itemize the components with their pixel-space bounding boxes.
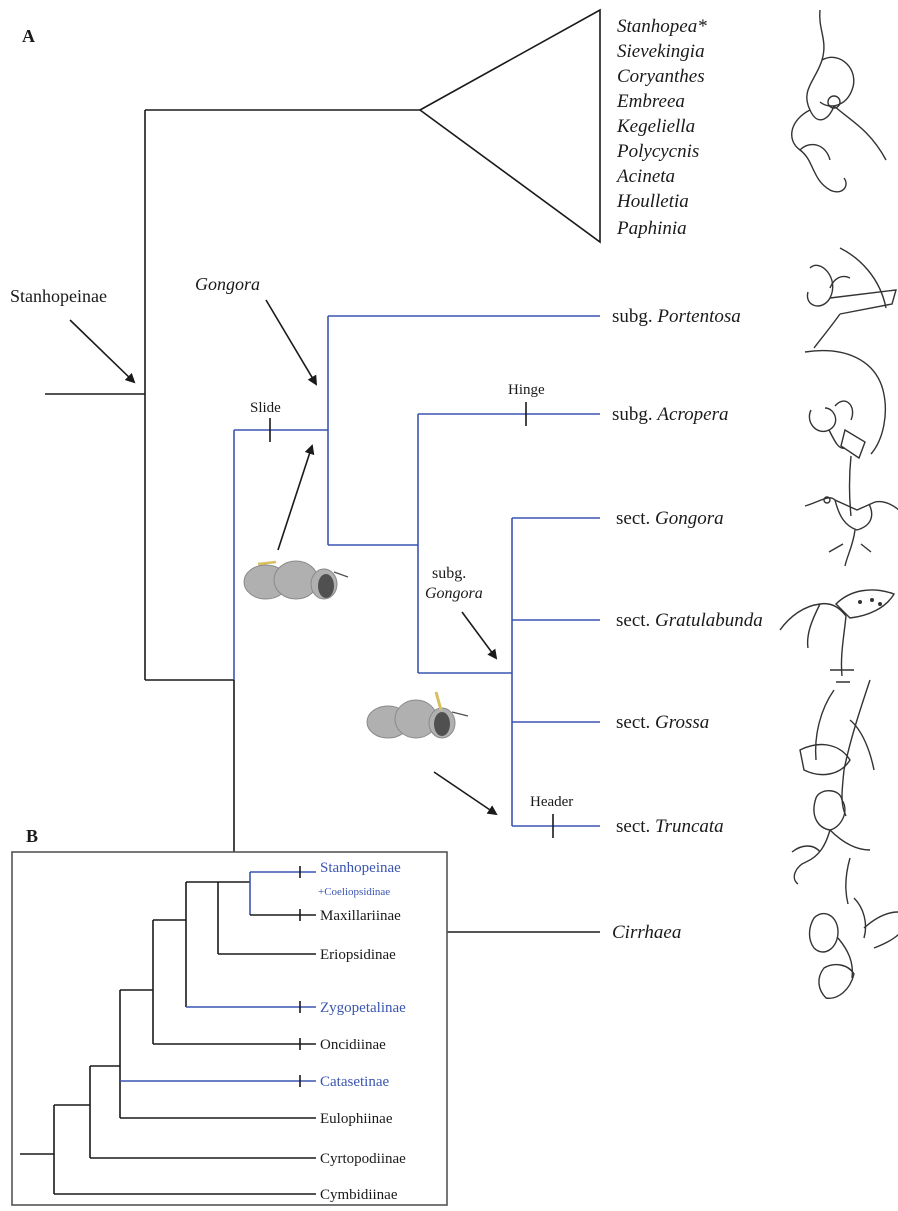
- clade-taxon: Kegeliella: [616, 116, 695, 137]
- inset-taxon: Catasetinae: [320, 1074, 389, 1090]
- collapsed-clade-list: Stanhopea* Sievekingia Coryanthes Embree…: [615, 16, 707, 239]
- clade-taxon: Stanhopea*: [617, 16, 707, 37]
- tip-name: Grossa: [655, 712, 709, 733]
- tip-sect-gongora: sect. Gongora: [616, 508, 724, 529]
- tip-prefix: subg.: [612, 404, 653, 425]
- clade-taxon: Coryanthes: [617, 66, 705, 87]
- tip-name: Portentosa: [656, 306, 740, 327]
- truncata-flower-icon: [792, 791, 870, 904]
- stanhopeinae-label: Stanhopeinae: [10, 286, 107, 306]
- bee-upper-icon: [244, 561, 348, 599]
- slide-label: Slide: [250, 400, 281, 416]
- acropera-flower-icon: [805, 351, 885, 458]
- clade-taxon: Houlletia: [616, 191, 689, 212]
- tip-portentosa: subg. Portentosa: [612, 306, 741, 327]
- cirrhaea-flower-icon: [810, 898, 898, 998]
- tip-prefix: sect.: [616, 508, 650, 529]
- tip-cirrhaea: Cirrhaea: [612, 922, 681, 943]
- tip-prefix: sect.: [616, 816, 650, 837]
- tip-prefix: sect.: [616, 610, 650, 631]
- inset-taxon-note: +Coeliopsidinae: [318, 886, 390, 898]
- tip-grossa: sect. Grossa: [616, 712, 709, 733]
- tip-name: Gongora: [655, 508, 724, 529]
- grossa-flower-icon: [800, 680, 874, 816]
- tip-gratulabunda: sect. Gratulabunda: [616, 610, 763, 631]
- tip-acropera: subg. Acropera: [612, 404, 728, 425]
- stanhopeinae-arrow: [70, 320, 134, 382]
- tip-labels: subg. Portentosa subg. Acropera sect. Go…: [612, 306, 763, 943]
- panel-a-letter: A: [22, 26, 35, 46]
- subg-gongora-arrow: [462, 612, 496, 658]
- gratulabunda-flower-icon: [780, 590, 894, 682]
- inset-taxon: Eulophiinae: [320, 1111, 393, 1127]
- tip-prefix: sect.: [616, 712, 650, 733]
- tip-prefix: subg.: [612, 306, 653, 327]
- tip-truncata: sect. Truncata: [616, 816, 724, 837]
- gongora-arrow: [266, 300, 316, 384]
- inset-taxon: Cymbidiinae: [320, 1187, 398, 1203]
- tip-name: Acropera: [655, 404, 728, 425]
- sect-gongora-flower-icon: [805, 456, 898, 566]
- clade-taxon: Sievekingia: [617, 41, 705, 62]
- bee-lower-icon: [367, 692, 468, 738]
- bee-lower-arrow: [434, 772, 496, 814]
- bee-upper-arrow: [278, 446, 312, 550]
- panel-b-letter: B: [26, 826, 38, 846]
- clade-taxon: Embreea: [616, 91, 685, 112]
- backbone-tree: [45, 110, 420, 852]
- gongora-genus-label: Gongora: [195, 274, 260, 294]
- inset-taxon: Stanhopeinae: [320, 860, 401, 876]
- inset-taxon: Zygopetalinae: [320, 1000, 406, 1016]
- subg-gongora-label-line2: Gongora: [425, 585, 483, 602]
- stanhopea-flower-icon: [792, 10, 886, 192]
- inset-taxon: Oncidiinae: [320, 1037, 386, 1053]
- inset-taxon: Eriopsidinae: [320, 947, 396, 963]
- inset-taxon: Maxillariinae: [320, 908, 401, 924]
- subg-gongora-label-line1: subg.: [432, 565, 466, 582]
- clade-taxon: Paphinia: [616, 218, 687, 239]
- tip-name: Truncata: [655, 816, 724, 837]
- clade-taxon: Acineta: [615, 166, 675, 187]
- tip-name: Gratulabunda: [655, 610, 763, 631]
- header-label: Header: [530, 794, 573, 810]
- hinge-label: Hinge: [508, 382, 545, 398]
- collapsed-clade-triangle: [420, 10, 600, 242]
- portentosa-flower-icon: [807, 248, 896, 348]
- clade-taxon: Polycycnis: [616, 141, 699, 162]
- inset-taxon: Cyrtopodiinae: [320, 1151, 406, 1167]
